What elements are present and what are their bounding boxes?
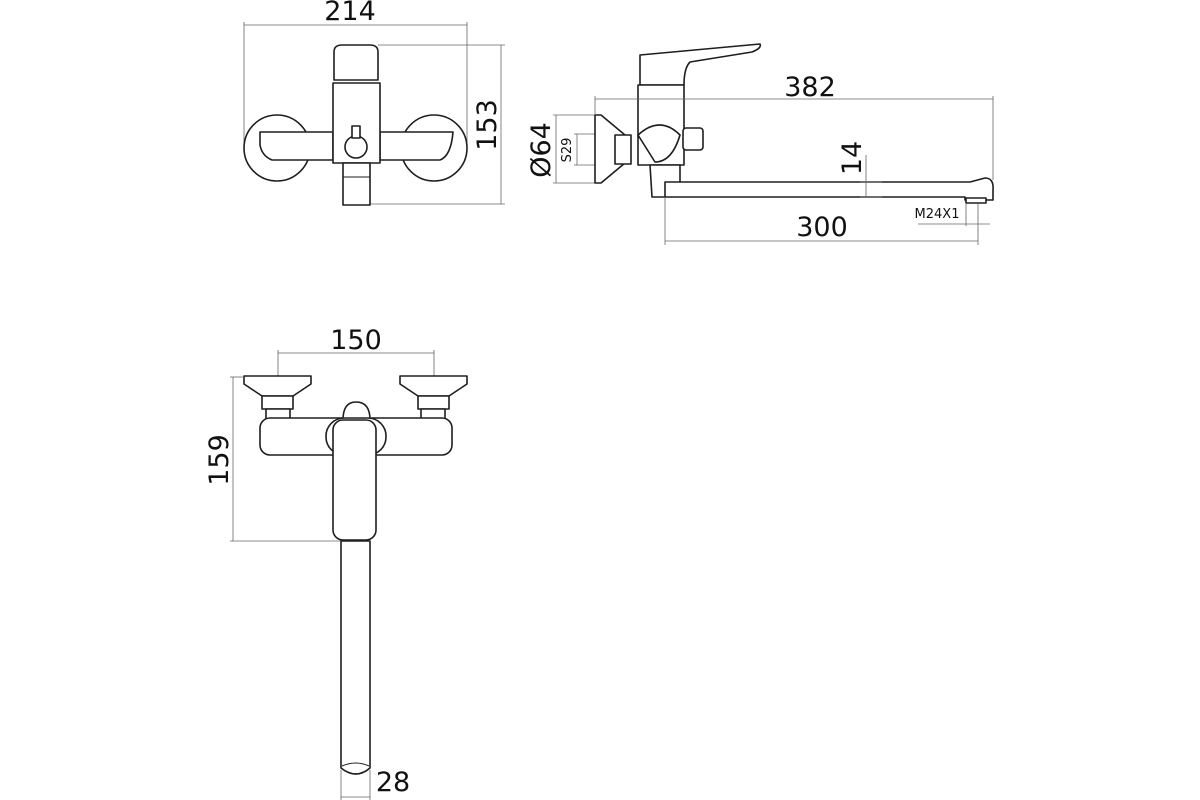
dim-label-150: 150	[330, 325, 382, 356]
dimension-width-214: 214	[243, 0, 468, 150]
right-nut	[417, 395, 450, 410]
dimension-height-153: 153	[370, 44, 505, 205]
aerator	[965, 197, 987, 204]
lever-handle	[332, 419, 377, 541]
dimension-spacing-150: 150	[277, 325, 435, 376]
dimension-height-14: 14	[837, 141, 882, 198]
right-escutcheon	[399, 375, 468, 397]
spout	[664, 177, 994, 201]
cartridge-cap	[333, 44, 379, 81]
dim-label-diameter: Ø64	[526, 122, 557, 178]
dim-label-300: 300	[796, 212, 848, 243]
dim-label-153: 153	[472, 99, 503, 151]
front-view: 214 153	[243, 0, 505, 206]
outlet	[342, 162, 371, 206]
dimension-reach-382: 382	[594, 72, 994, 180]
center-dome	[342, 401, 371, 421]
dimension-diameter-64: Ø64	[526, 114, 598, 184]
dimension-width-28: 28	[340, 767, 410, 800]
dimension-thread-m24: M24X1	[915, 203, 990, 226]
dim-label-s29: S29	[560, 138, 575, 163]
diverter-lever	[351, 125, 361, 139]
top-view: 150 159 28	[204, 325, 468, 800]
dimension-reach-300: 300	[664, 197, 979, 245]
side-view: Ø64 S29 382 14	[526, 43, 994, 245]
left-arm	[259, 131, 334, 161]
hex-nut	[614, 134, 632, 165]
dim-label-28: 28	[376, 767, 410, 798]
left-nut	[261, 395, 294, 410]
diverter-knob	[344, 135, 368, 159]
dim-label-159: 159	[204, 434, 235, 486]
left-escutcheon	[243, 375, 312, 397]
dim-label-382: 382	[784, 72, 836, 103]
spout	[340, 540, 371, 775]
dim-label-14: 14	[837, 141, 868, 175]
body-bulge	[637, 124, 681, 163]
right-arm	[379, 131, 454, 161]
diverter-knob	[682, 127, 704, 151]
lever-handle	[639, 43, 762, 86]
dimension-depth-159: 159	[204, 376, 341, 542]
dim-label-m24x1: M24X1	[915, 207, 960, 222]
dim-label-214: 214	[324, 0, 376, 27]
